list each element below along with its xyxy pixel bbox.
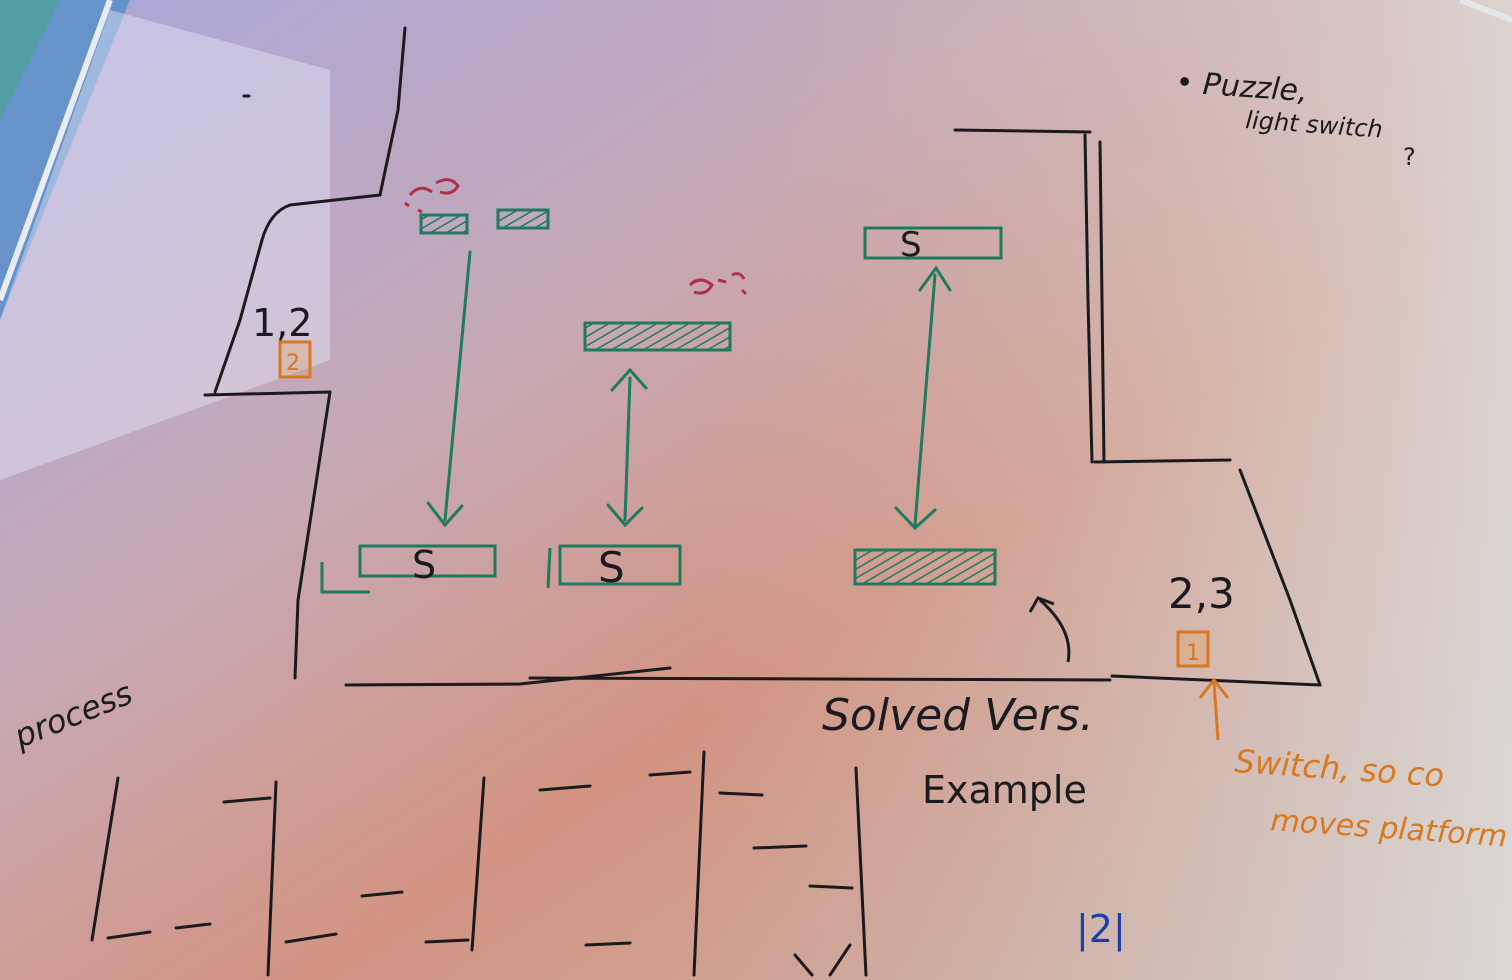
right-step-top [1093,458,1232,464]
platform-label-bottom-left: S [412,543,436,587]
curved-arrow [1028,596,1071,663]
right-switch-number: 1 [1186,641,1200,666]
right-tall-wall-b [1098,140,1106,464]
platform-bottom-middle-bracket [546,547,552,589]
arrow-middle-updown [606,367,648,528]
solved-version-note: Solved Vers. [822,690,1094,741]
left-ledge-floor [203,390,332,397]
right-wall-slope [1238,468,1322,687]
example-note: Example [922,768,1087,812]
main-floor [344,666,1112,687]
left-switch-number: 2 [286,351,300,376]
tally-note: |2| [1076,907,1126,952]
left-tall-wall [378,26,407,197]
platform-top-left-a [419,213,469,235]
platform-label-bottom-middle: S [598,543,625,592]
platform-bottom-middle [558,544,682,586]
left-ledge-wall [213,238,264,394]
red-switch-symbol-left [404,178,460,214]
arrow-right-updown [894,265,952,531]
platform-bottom-left-bracket [320,562,370,594]
platform-bottom-left [358,544,497,578]
right-tall-wall-a [1083,133,1094,464]
right-top-ledge [953,128,1092,134]
platform-top-left-b [496,208,550,230]
puzzle-note-question: ? [1403,143,1416,171]
left-switch-box [278,340,312,379]
right-room-label: 2,3 [1168,569,1235,618]
platform-top-right [863,226,1003,260]
platform-middle-hatched [583,321,732,352]
arrow-left-down [426,250,472,528]
platform-bottom-right-hatched [853,548,997,586]
switch-arrow-up [1198,677,1230,741]
red-switch-symbol-middle [688,272,748,296]
left-lower-wall [293,390,332,680]
left-room-label: 1,2 [252,301,312,345]
platform-label-top-right: S [900,225,922,265]
right-switch-box [1176,630,1210,668]
left-ledge-top [260,193,382,242]
